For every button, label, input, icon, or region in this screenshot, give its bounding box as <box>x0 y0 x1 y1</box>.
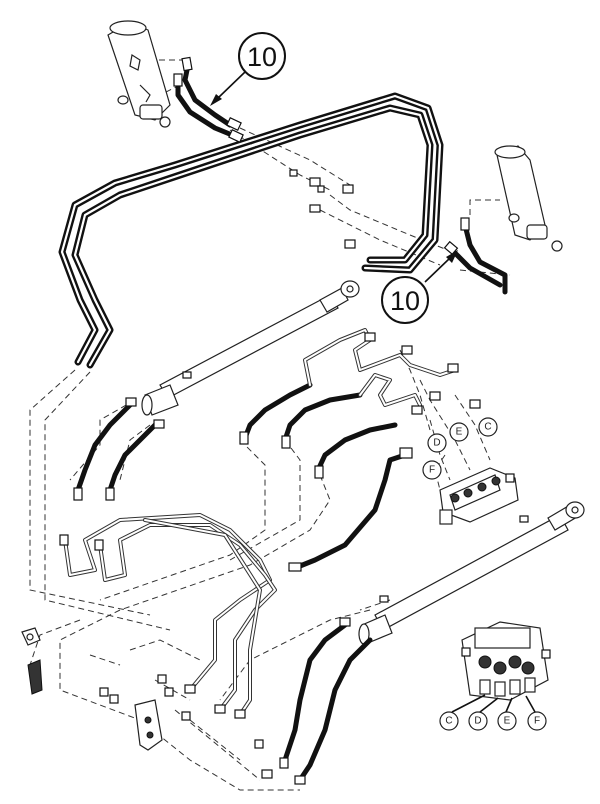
upper-boom-cylinder <box>141 280 360 416</box>
reference-callout-top: 10 <box>210 32 286 106</box>
lower-hose-group <box>254 617 373 785</box>
top-right-cylinder <box>494 145 563 252</box>
inset-callout-f: F <box>527 711 547 731</box>
svg-text:E: E <box>504 716 511 727</box>
svg-text:D: D <box>433 438 440 449</box>
port-callout-d: D <box>427 433 447 453</box>
port-callout-c: C <box>478 417 498 437</box>
inset-callout-e: E <box>497 711 517 731</box>
svg-text:C: C <box>445 716 452 727</box>
control-valve <box>439 467 519 525</box>
middle-hose-group <box>239 382 398 479</box>
svg-text:C: C <box>484 422 491 433</box>
inset-callout-d: D <box>468 711 488 731</box>
svg-text:F: F <box>534 716 540 727</box>
lower-boom-cylinder <box>358 501 585 645</box>
top-left-cylinder <box>107 20 171 128</box>
inset-callout-c: C <box>439 711 459 731</box>
svg-text:D: D <box>474 716 481 727</box>
reference-label: 10 <box>247 42 277 72</box>
valve-hose <box>288 447 413 572</box>
reference-callout-right: 10 <box>381 250 458 324</box>
inset-valve <box>451 621 551 713</box>
main-loop-hose <box>58 92 444 369</box>
svg-text:F: F <box>429 465 435 476</box>
lower-steel-tubes <box>59 513 277 719</box>
top-hose-pair <box>173 56 244 143</box>
left-hose-group <box>73 397 165 501</box>
port-callout-e: E <box>449 422 469 442</box>
port-callout-f: F <box>422 460 442 480</box>
center-top-fittings <box>289 169 356 249</box>
svg-text:E: E <box>456 427 463 438</box>
upper-steel-tubes <box>303 328 481 415</box>
right-hose-pair <box>443 217 508 295</box>
reference-label: 10 <box>390 286 420 316</box>
bottom-left-parts <box>21 627 191 751</box>
